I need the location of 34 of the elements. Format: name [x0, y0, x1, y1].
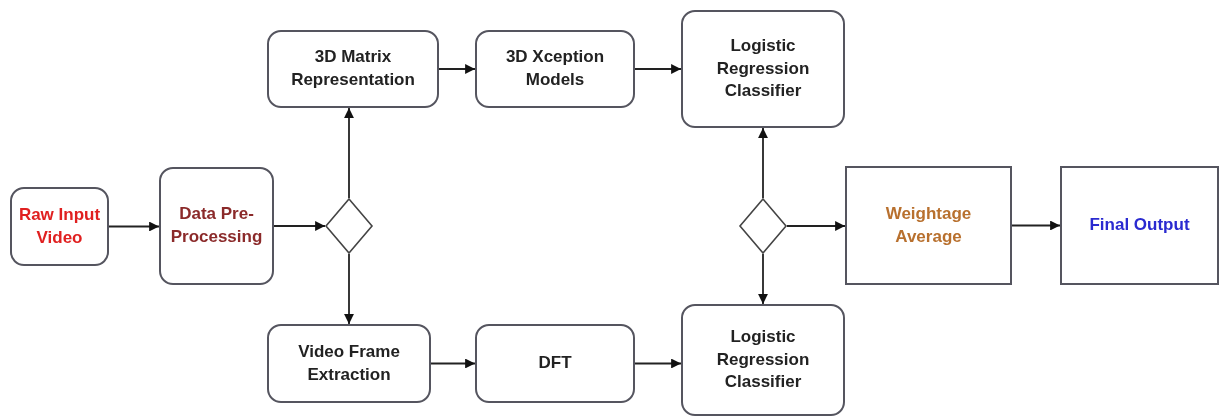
rounded-process-box — [267, 324, 431, 403]
node-label: Raw Input Video — [17, 203, 102, 249]
diamond-shape — [325, 198, 373, 254]
node-label: 3D Matrix Representation — [290, 46, 416, 91]
arrow — [438, 64, 476, 74]
arrow — [344, 253, 354, 325]
arrow — [634, 358, 682, 369]
rounded-process-box — [159, 167, 274, 285]
process-box — [1060, 166, 1219, 285]
node-label: DFT — [537, 352, 573, 375]
arrow — [758, 253, 768, 305]
node-label: Weightage Average — [884, 202, 973, 248]
process-box — [845, 166, 1012, 285]
arrow — [273, 221, 326, 231]
arrow — [758, 127, 768, 199]
node-label: Logistic Regression Classifier — [715, 325, 811, 394]
node-label: Final Output — [1088, 214, 1191, 237]
arrow — [108, 221, 160, 232]
arrow — [1011, 220, 1061, 231]
arrow — [786, 221, 846, 231]
arrow — [344, 107, 354, 199]
arrow — [430, 358, 476, 369]
rounded-process-box — [681, 10, 845, 128]
node-label: Video Frame Extraction — [297, 340, 401, 386]
node-label: Data Pre-Processing — [169, 203, 264, 248]
diamond-shape — [739, 198, 787, 254]
rounded-process-box — [475, 30, 635, 108]
rounded-process-box — [475, 324, 635, 403]
rounded-process-box — [681, 304, 845, 416]
node-label: Logistic Regression Classifier — [715, 34, 811, 103]
rounded-process-box — [267, 30, 439, 108]
rounded-process-box — [10, 187, 109, 266]
arrow — [634, 64, 682, 74]
node-label: 3D Xception Models — [504, 46, 606, 91]
